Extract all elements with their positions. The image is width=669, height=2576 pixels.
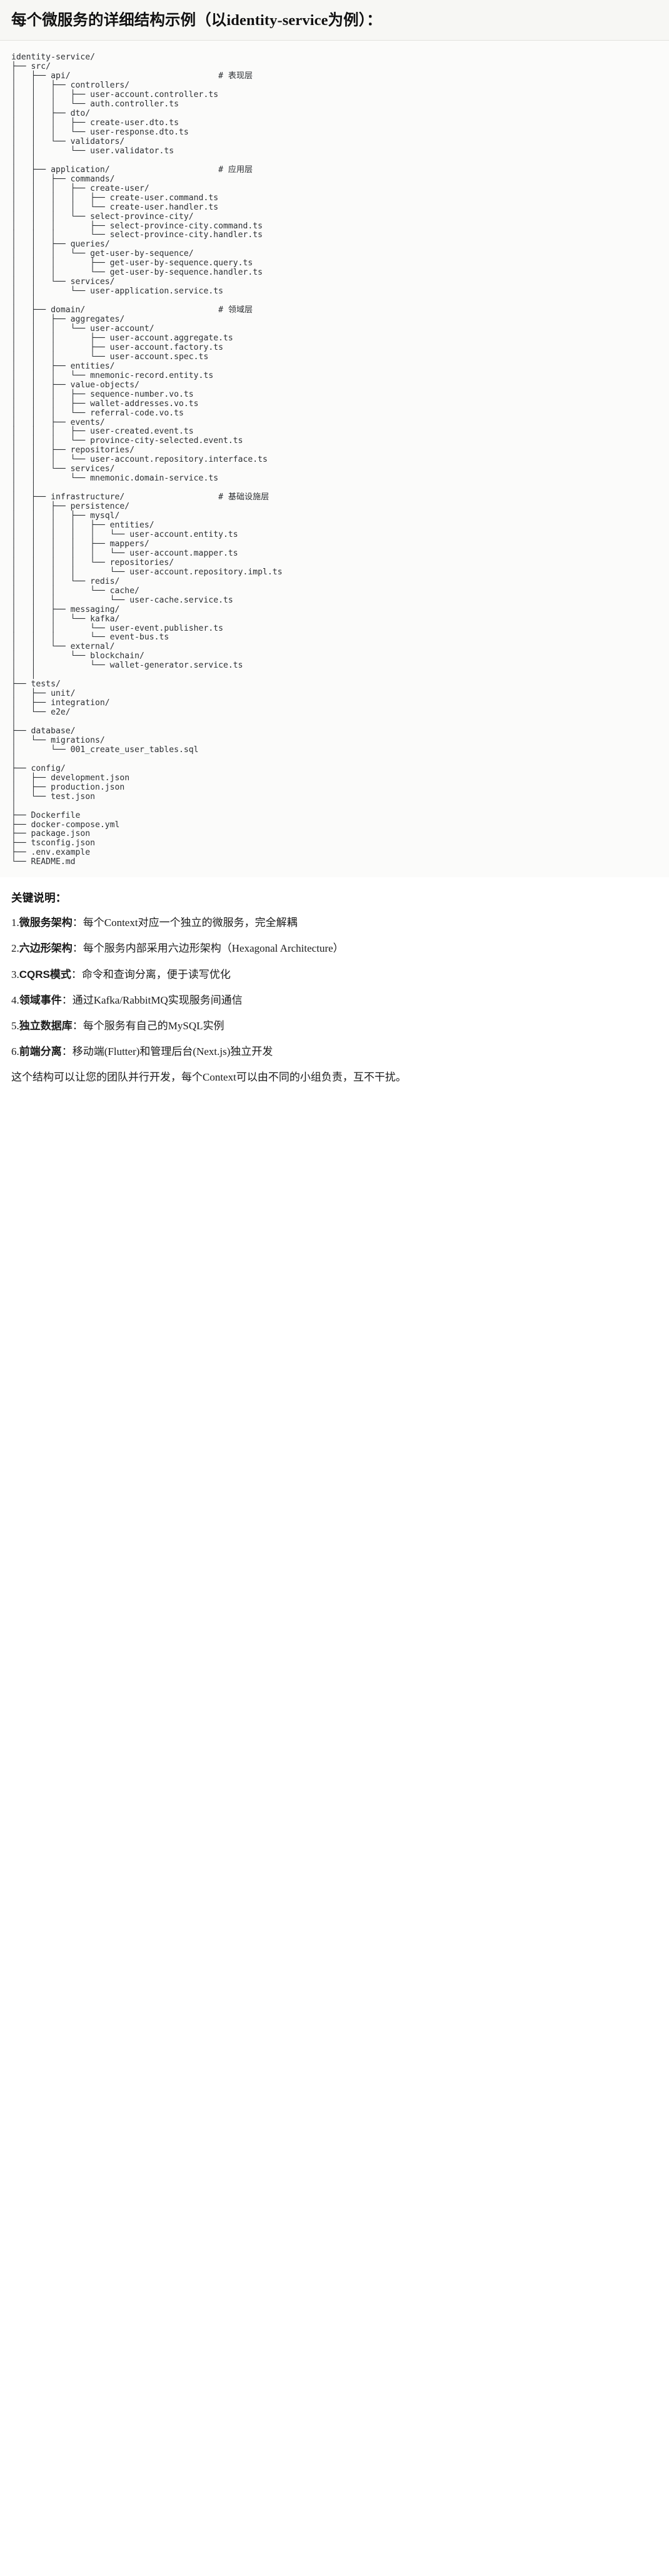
list-item: 1.微服务架构：每个Context对应一个独立的微服务，完全解耦	[11, 915, 658, 930]
note-index: 2.	[11, 942, 19, 955]
note-term: 领域事件	[19, 994, 62, 1006]
note-description: 命令和查询分离，便于读写优化	[81, 968, 231, 980]
note-term: 前端分离	[19, 1045, 62, 1057]
note-description: 每个服务有自己的MySQL实例	[83, 1019, 224, 1032]
note-separator: ：	[71, 968, 82, 980]
page-title: 每个微服务的详细结构示例（以identity-service为例）：	[11, 12, 382, 29]
document-page: 每个微服务的详细结构示例（以identity-service为例）： ident…	[0, 0, 669, 1098]
key-notes-section: 关键说明： 1.微服务架构：每个Context对应一个独立的微服务，完全解耦 2…	[0, 877, 669, 1098]
note-index: 5.	[11, 1019, 19, 1032]
closing-paragraph: 这个结构可以让您的团队并行开发，每个Context可以由不同的小组负责，互不干扰…	[11, 1071, 406, 1084]
page-heading-band: 每个微服务的详细结构示例（以identity-service为例）：	[0, 0, 669, 41]
list-item: 2.六边形架构：每个服务内部采用六边形架构（Hexagonal Architec…	[11, 941, 658, 956]
note-separator: ：	[61, 994, 73, 1006]
note-separator: ：	[61, 1045, 73, 1057]
list-item: 3.CQRS模式：命令和查询分离，便于读写优化	[11, 967, 658, 982]
note-index: 3.	[11, 968, 19, 980]
note-term: 六边形架构	[19, 942, 73, 955]
list-item: 5.独立数据库：每个服务有自己的MySQL实例	[11, 1019, 658, 1034]
note-term: 微服务架构	[19, 917, 73, 929]
list-item: 4.领域事件：通过Kafka/RabbitMQ实现服务间通信	[11, 993, 658, 1008]
note-description: 移动端(Flutter)和管理后台(Next.js)独立开发	[72, 1045, 273, 1057]
note-index: 4.	[11, 994, 19, 1006]
list-item: 6.前端分离：移动端(Flutter)和管理后台(Next.js)独立开发	[11, 1044, 658, 1059]
note-index: 6.	[11, 1045, 19, 1057]
note-term: CQRS模式	[19, 968, 71, 980]
code-block: identity-service/ ├── src/ │ ├── api/ # …	[0, 41, 669, 878]
note-description: 每个Context对应一个独立的微服务，完全解耦	[83, 917, 298, 929]
note-separator: ：	[72, 917, 83, 929]
note-separator: ：	[72, 1019, 83, 1032]
directory-tree: identity-service/ ├── src/ │ ├── api/ # …	[11, 53, 283, 867]
note-description: 通过Kafka/RabbitMQ实现服务间通信	[72, 994, 243, 1006]
note-index: 1.	[11, 917, 19, 929]
note-description: 每个服务内部采用六边形架构（Hexagonal Architecture）	[83, 942, 344, 955]
note-separator: ：	[72, 942, 83, 955]
note-term: 独立数据库	[19, 1019, 73, 1032]
key-notes-list: 1.微服务架构：每个Context对应一个独立的微服务，完全解耦 2.六边形架构…	[11, 915, 658, 1059]
key-notes-title: 关键说明：	[11, 892, 67, 905]
